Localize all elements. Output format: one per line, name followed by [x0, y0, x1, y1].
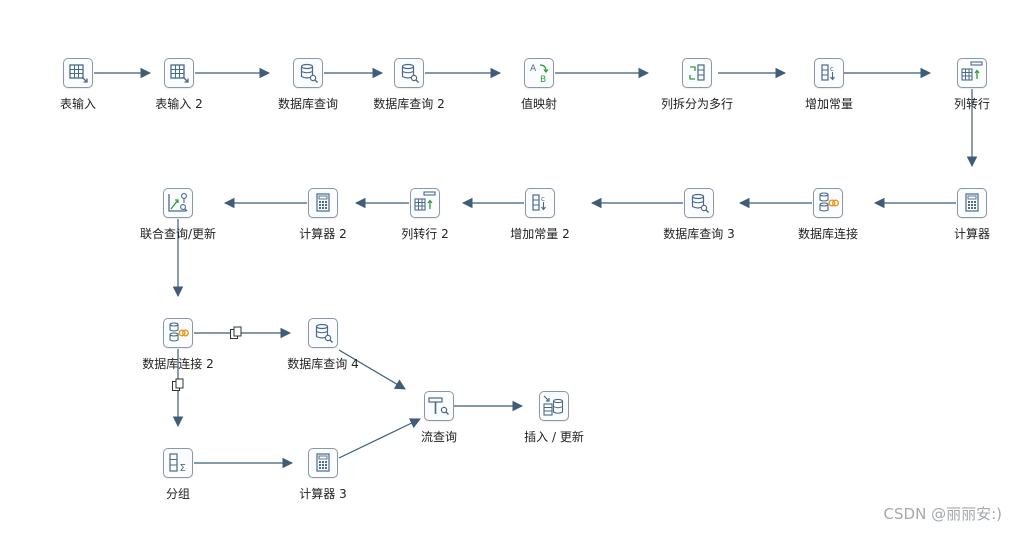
step-table-input[interactable] [63, 58, 93, 88]
step-label: 列转行 2 [401, 227, 449, 241]
copy-rows-hop-icon [171, 377, 185, 391]
step-row-normaliser-2[interactable] [410, 188, 440, 218]
database-lookup-icon [315, 323, 333, 343]
svg-text:Σ: Σ [180, 463, 186, 474]
step-label: 列转行 [953, 97, 990, 111]
add-constants-icon: c [821, 64, 835, 81]
combination-lookup-icon [168, 193, 188, 212]
step-group-by[interactable]: Σ [163, 448, 193, 478]
step-db-lookup-4[interactable] [308, 318, 338, 348]
step-insert-update[interactable] [539, 391, 569, 421]
database-lookup-icon [300, 63, 318, 83]
step-add-constants[interactable]: c [814, 58, 844, 88]
step-stream-lookup[interactable] [424, 391, 454, 421]
step-label: 流查询 [420, 430, 457, 444]
add-constants-icon: c [532, 194, 546, 211]
svg-text:c: c [541, 195, 545, 203]
step-calculator-2[interactable] [308, 188, 338, 218]
database-lookup-icon [691, 193, 709, 213]
split-fields-to-rows-icon [689, 64, 705, 81]
database-lookup-icon [401, 63, 419, 83]
step-calculator[interactable] [957, 188, 987, 218]
insert-update-icon [543, 395, 564, 416]
step-db-lookup-2[interactable] [394, 58, 424, 88]
step-label: 列拆分为多行 [660, 97, 733, 111]
step-db-lookup-3[interactable] [684, 188, 714, 218]
step-label: 插入 / 更新 [524, 430, 584, 444]
calculator-icon [316, 193, 330, 212]
step-label: 数据库连接 2 [142, 357, 214, 371]
step-label: 联合查询/更新 [139, 227, 217, 241]
step-split-fields-to-rows[interactable] [682, 58, 712, 88]
stream-lookup-icon [428, 397, 449, 415]
calculator-icon [965, 193, 979, 212]
step-label: 表输入 [59, 97, 96, 111]
step-db-join[interactable] [813, 188, 843, 218]
step-label: 数据库查询 3 [663, 227, 735, 241]
step-table-input-2[interactable] [164, 58, 194, 88]
row-normaliser-icon [961, 61, 983, 81]
database-join-icon [169, 322, 190, 342]
svg-text:c: c [830, 65, 834, 73]
step-label: 计算器 [953, 227, 990, 241]
table-input-icon [69, 64, 88, 83]
step-label: 表输入 2 [155, 97, 203, 111]
step-combination-lookup-update[interactable] [163, 188, 193, 218]
value-mapper-icon: AB [530, 64, 549, 85]
row-normaliser-icon [414, 191, 436, 211]
copy-rows-hop-icon [229, 325, 243, 339]
database-join-icon [819, 192, 840, 212]
step-label: 数据库连接 [797, 227, 858, 241]
hop-line[interactable] [338, 418, 421, 459]
calculator-icon [316, 453, 330, 472]
step-label: 分组 [165, 487, 190, 501]
step-row-normaliser[interactable] [957, 58, 987, 88]
step-calculator-3[interactable] [308, 448, 338, 478]
step-label: 值映射 [520, 97, 557, 111]
step-db-join-2[interactable] [163, 318, 193, 348]
svg-text:A: A [530, 64, 537, 74]
step-add-constants-2[interactable]: c [525, 188, 555, 218]
step-label: 数据库查询 4 [287, 357, 359, 371]
step-label: 数据库查询 2 [373, 97, 445, 111]
group-by-icon: Σ [169, 453, 186, 474]
table-input-icon [170, 64, 189, 83]
watermark: CSDN @丽丽安:) [883, 505, 1002, 523]
step-label: 计算器 3 [299, 487, 347, 501]
step-db-lookup[interactable] [293, 58, 323, 88]
svg-text:B: B [540, 75, 546, 85]
hop-line[interactable] [338, 349, 406, 390]
step-label: 计算器 2 [299, 227, 347, 241]
step-label: 增加常量 2 [510, 227, 570, 241]
step-label: 增加常量 [804, 97, 853, 111]
step-label: 数据库查询 [277, 97, 338, 111]
